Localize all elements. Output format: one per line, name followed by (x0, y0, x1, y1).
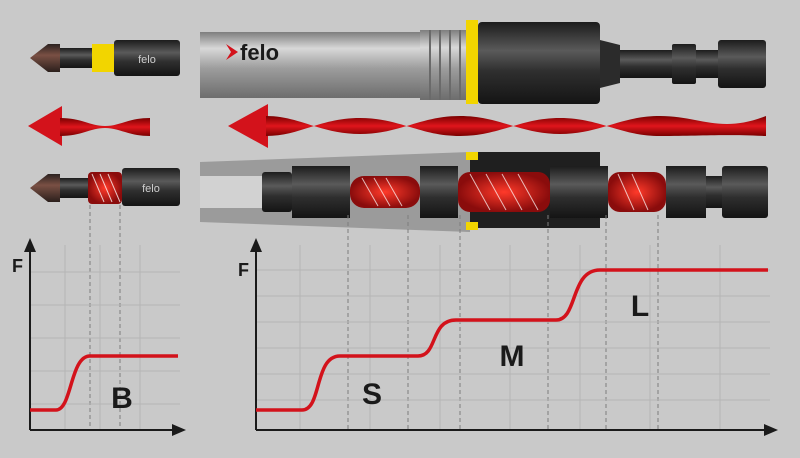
chart-large-grid (256, 245, 770, 430)
chart-large-zone-label-l: L (631, 290, 649, 323)
logo-text: felo (240, 40, 279, 65)
chart-large-zone-label-s: S (362, 378, 382, 411)
chart-small-y-label: F (12, 256, 23, 276)
twist-arrow-long-left-icon (228, 104, 766, 148)
inner-bit-hex-2 (420, 166, 458, 218)
holder-grip-rings (420, 30, 468, 100)
chart-small-grid (30, 245, 180, 430)
bit-bottom: felo (30, 168, 180, 206)
inner-bit-hex-end (722, 166, 768, 218)
holder-shank (620, 50, 672, 78)
bit-holder-cutaway (200, 152, 768, 232)
chart-large-y-label: F (238, 260, 249, 280)
chart-small: F B (12, 238, 186, 436)
chart-large: F S M L (238, 238, 778, 436)
felo-arrow-logo-icon (226, 44, 238, 60)
holder-sleeve (200, 32, 420, 98)
holder-hex-end (718, 40, 766, 88)
felo-logo: felo (226, 40, 279, 65)
bit-top-yellow-band (92, 44, 114, 72)
holder-cone (600, 40, 620, 88)
chart-small-zone-label-b: B (111, 382, 133, 415)
cutaway-magnet (262, 172, 292, 212)
bit-bottom-shaft (60, 178, 90, 198)
bit-bottom-label: felo (142, 183, 160, 195)
holder-black-collar (478, 22, 600, 104)
torsion-zone-l (608, 172, 666, 212)
bit-bottom-torsion-zone (88, 172, 122, 204)
bit-bottom-tip (30, 174, 60, 202)
bit-top-label: felo (138, 54, 156, 66)
cutaway-yellow-ring-bottom (466, 222, 478, 230)
chart-small-x-arrow-icon (172, 424, 186, 436)
torsion-zone-s (350, 176, 420, 208)
holder-shank-notch (672, 44, 696, 84)
chart-large-zone-label-m: M (500, 340, 525, 373)
inner-bit-hex-1 (292, 166, 350, 218)
torsion-zone-m (458, 172, 550, 212)
cutaway-bore (200, 176, 270, 208)
chart-small-y-arrow-icon (24, 238, 36, 252)
bit-top-tip (30, 44, 60, 72)
bit-top-shaft (60, 48, 92, 68)
inner-bit-hex-3 (550, 166, 608, 218)
holder-yellow-ring (466, 20, 478, 104)
twist-arrow-left-icon (28, 106, 150, 146)
bit-bottom-hex (122, 168, 180, 206)
chart-small-curve (30, 354, 178, 412)
bit-top-hex (114, 40, 180, 76)
chart-large-x-arrow-icon (764, 424, 778, 436)
cutaway-yellow-ring-top (466, 152, 478, 160)
bit-holder-top: felo (200, 20, 766, 104)
chart-large-curve (256, 268, 768, 412)
chart-large-y-arrow-icon (250, 238, 262, 252)
bit-top: felo (30, 40, 180, 76)
